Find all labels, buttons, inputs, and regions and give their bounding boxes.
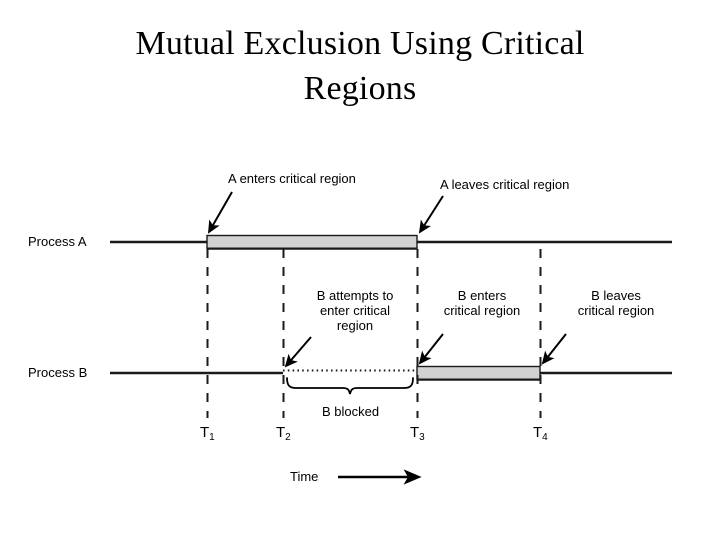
annotation-b-leaves: B leaves critical region bbox=[566, 288, 666, 318]
time-marker-t4-base: T bbox=[533, 424, 543, 441]
title-line-2: Regions bbox=[303, 69, 417, 107]
b-blocked-label: B blocked bbox=[322, 404, 380, 419]
process-b-critical-region-bar bbox=[416, 365, 541, 381]
time-marker-t4-sub: 4 bbox=[542, 432, 548, 443]
time-marker-t4: T4 bbox=[533, 424, 548, 443]
time-marker-t3: T3 bbox=[410, 424, 425, 443]
time-axis-label: Time bbox=[290, 469, 319, 484]
b-blocked-brace bbox=[286, 377, 414, 395]
arrow-b-enters bbox=[418, 333, 444, 365]
annotation-b-enters: B enters critical region bbox=[432, 288, 532, 318]
time-marker-t1-sub: 1 bbox=[209, 432, 215, 443]
annotation-a-enters: A enters critical region bbox=[228, 171, 356, 186]
time-marker-t3-sub: 3 bbox=[419, 432, 425, 443]
annotation-b-attempts-line-2: enter critical bbox=[319, 303, 391, 318]
process-a-axis-label: Process A bbox=[28, 234, 87, 249]
arrow-a-leaves bbox=[418, 195, 444, 234]
annotation-b-enters-line-1: B enters bbox=[457, 288, 507, 303]
annotation-b-enters-line-2: critical region bbox=[443, 303, 521, 318]
process-b-axis-label: Process B bbox=[28, 365, 88, 380]
annotation-b-attempts-line-1: B attempts to bbox=[316, 288, 394, 303]
time-marker-t1-base: T bbox=[200, 424, 210, 441]
title-line-1: Mutual Exclusion Using Critical bbox=[135, 25, 585, 62]
annotation-b-leaves-line-1: B leaves bbox=[591, 288, 641, 303]
time-marker-t2-base: T bbox=[276, 424, 286, 441]
time-marker-t3-base: T bbox=[410, 424, 420, 441]
time-marker-t2-sub: 2 bbox=[285, 432, 291, 443]
annotation-a-leaves: A leaves critical region bbox=[440, 177, 570, 192]
time-marker-t2: T2 bbox=[276, 424, 291, 443]
page-title: Mutual Exclusion Using Critical Regions bbox=[0, 22, 720, 112]
arrow-b-attempts bbox=[284, 336, 312, 368]
time-marker-t1: T1 bbox=[200, 424, 215, 443]
annotation-b-attempts-line-3: region bbox=[336, 318, 374, 333]
process-a-critical-region-bar bbox=[206, 234, 418, 250]
annotation-b-attempts: B attempts to enter critical region bbox=[300, 288, 410, 333]
annotation-b-leaves-line-2: critical region bbox=[577, 303, 655, 318]
arrow-b-leaves bbox=[541, 333, 567, 365]
arrow-a-enters bbox=[208, 191, 233, 234]
